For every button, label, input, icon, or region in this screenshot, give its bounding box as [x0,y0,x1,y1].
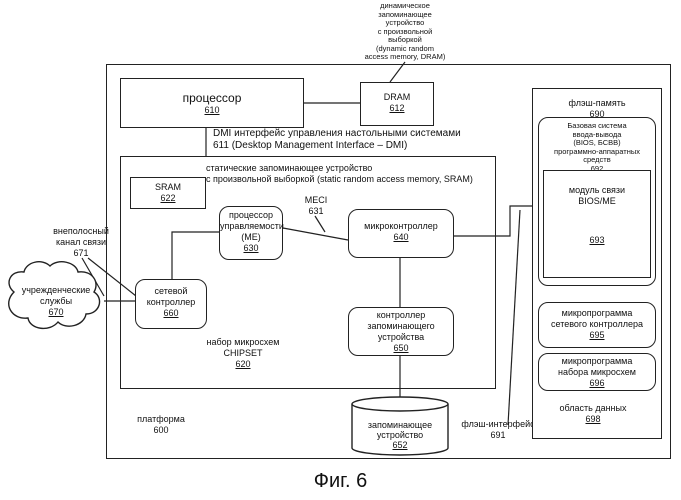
flash-if-text: флэш-интерфейс [452,419,544,430]
chipset-line2: CHIPSET [200,348,286,359]
storage-num: 652 [352,440,448,450]
processor-label: процессор [121,91,303,105]
chip-fw-line1: микропрограмма [539,356,655,367]
chipset-num: 620 [200,359,286,370]
storage-line2: устройство [352,430,448,440]
network-firmware-box: микропрограмма сетевого контроллера 695 [538,302,656,348]
platform-text: платформа [128,414,194,425]
storage-label: запоминающее устройство 652 [352,420,448,450]
platform-num: 600 [128,425,194,436]
oob-line1: внеполосный [50,226,112,237]
storagectrl-line3: устройства [349,332,453,343]
netctrl-line1: сетевой [136,286,206,297]
oob-label: внеполосный канал связи 671 [50,226,112,259]
me-num: 630 [220,243,282,254]
storage-line1: запоминающее [352,420,448,430]
bios-me-line1: модуль связи [544,185,650,196]
microcontroller-num: 640 [349,232,453,243]
processor-num: 610 [121,105,303,116]
dram-note: динамическое запоминающее устройство с п… [350,2,460,62]
chipset-label: набор микросхем CHIPSET 620 [200,337,286,370]
storage-controller-box: контроллер запоминающего устройства 650 [348,307,454,356]
bios-me-line2: BIOS/ME [544,196,650,207]
sram-note-line1: статические запоминающее устройство [206,163,473,174]
sram-box: SRAM 622 [130,177,206,209]
dmi-line2: 611 (Desktop Management Interface – DMI) [213,140,461,152]
enterprise-line2: службы [4,296,108,307]
chip-fw-num: 696 [539,378,655,389]
flash-label: флэш-память [533,98,661,109]
enterprise-label: учрежденческие службы 670 [4,285,108,318]
processor-box: процессор 610 [120,78,304,128]
bios-me-num: 693 [544,235,650,246]
sram-num: 622 [131,193,205,204]
enterprise-line1: учрежденческие [4,285,108,296]
dmi-line1: DMI интерфейс управления настольными сис… [213,128,461,140]
enterprise-num: 670 [4,307,108,318]
data-area-num: 698 [548,414,638,425]
data-area-text: область данных [548,403,638,414]
dram-box: DRAM 612 [360,82,434,126]
dram-label: DRAM [361,92,433,103]
meci-label: MECI 631 [300,195,332,217]
dram-note-line: access memory, DRAM) [350,53,460,62]
flash-interface-label: флэш-интерфейс 691 [452,419,544,441]
storagectrl-line1: контроллер [349,310,453,321]
storagectrl-line2: запоминающего [349,321,453,332]
bios-me-module-box: модуль связи BIOS/ME 693 [543,170,651,278]
net-fw-line1: микропрограмма [539,308,655,319]
microcontroller-label: микроконтроллер [349,221,453,232]
sram-note: статические запоминающее устройство с пр… [206,163,473,185]
flash-if-num: 691 [452,430,544,441]
net-fw-line2: сетевого контроллера [539,319,655,330]
netctrl-line2: контроллер [136,297,206,308]
sram-note-line2: с произвольной выборкой (static random a… [206,174,473,185]
figure-caption: Фиг. 6 [0,470,681,493]
dmi-label: DMI интерфейс управления настольными сис… [213,128,461,152]
chipset-line1: набор микросхем [200,337,286,348]
me-line1: процессор [220,210,282,221]
oob-num: 671 [50,248,112,259]
data-area-label: область данных 698 [548,403,638,425]
me-line3: (ME) [220,232,282,243]
chip-fw-line2: набора микросхем [539,367,655,378]
platform-label: платформа 600 [128,414,194,436]
sram-label: SRAM [131,182,205,193]
network-controller-box: сетевой контроллер 660 [135,279,207,329]
me-box: процессор управляемости (ME) 630 [219,206,283,260]
netctrl-num: 660 [136,308,206,319]
microcontroller-box: микроконтроллер 640 [348,209,454,258]
meci-text: MECI [300,195,332,206]
me-line2: управляемости [220,221,282,232]
storagectrl-num: 650 [349,343,453,354]
oob-line2: канал связи [50,237,112,248]
dram-num: 612 [361,103,433,114]
meci-num: 631 [300,206,332,217]
chipset-firmware-box: микропрограмма набора микросхем 696 [538,353,656,391]
net-fw-num: 695 [539,330,655,341]
